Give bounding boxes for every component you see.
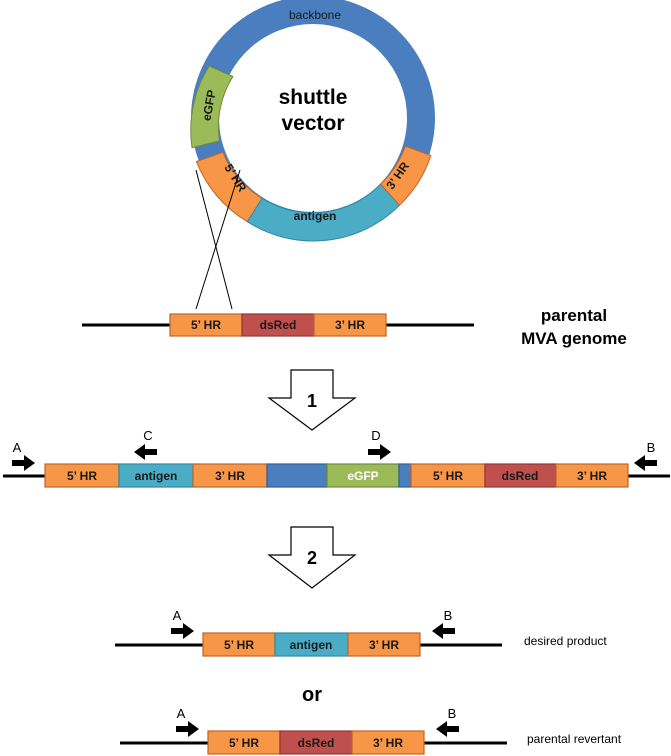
shuttle-vector-plasmid: backbone eGFP 5’ HR antigen 3’ HR shuttl… [190, 0, 435, 242]
parental-genome: 5’ HR dsRed 3’ HR parental MVA genome [82, 306, 627, 348]
parental-genome-label-line1: parental [541, 306, 607, 325]
parental-revertant: 5’ HR dsRed 3’ HR A B parental revertant [120, 706, 622, 755]
crossover-line-a [195, 169, 241, 310]
intermediate-5hr-a-label: 5’ HR [67, 469, 97, 483]
intermediate-3hr-a-label: 3’ HR [215, 469, 245, 483]
product-5hr-label: 5’ HR [224, 638, 254, 652]
revertant-5hr-label: 5’ HR [229, 736, 259, 750]
intermediate-backbone-box-b [398, 463, 412, 488]
primer-a-arrow-right-icon [12, 455, 35, 471]
or-label: or [302, 684, 322, 706]
shuttle-label-line1: shuttle [279, 86, 348, 109]
parental-5hr-label: 5’ HR [191, 318, 221, 332]
intermediate-dsred-label: dsRed [502, 469, 539, 483]
plasmid-antigen-label: antigen [294, 209, 337, 223]
intermediate-backbone-box-a [266, 463, 328, 488]
intermediate-primer-b-label: B [647, 440, 656, 455]
revertant-primer-b-label: B [448, 706, 457, 721]
product-primer-b-label: B [444, 608, 453, 623]
product-primer-b-arrow-left-icon [432, 623, 455, 639]
revertant-3hr-box [351, 730, 425, 755]
intermediate-genome: 5’ HR antigen 3’ HR eGFP 5’ HR dsRed 3’ … [3, 428, 670, 488]
revertant-dsred-label: dsRed [298, 736, 335, 750]
shuttle-label-line2: vector [281, 112, 344, 135]
crossover-lines [195, 169, 241, 310]
intermediate-antigen-label: antigen [135, 469, 178, 483]
primer-c-arrow-left-icon [134, 444, 157, 460]
revertant-3hr-label: 3’ HR [373, 736, 403, 750]
step1-arrow-shape [267, 369, 357, 431]
intermediate-primer-d-label: D [371, 428, 380, 443]
intermediate-5hr-b-label: 5’ HR [433, 469, 463, 483]
parental-3hr-box [313, 313, 387, 337]
step2-arrow: 2 [267, 526, 357, 589]
parental-genome-label-line2: MVA genome [521, 329, 627, 348]
primer-d-arrow-right-icon [368, 444, 391, 460]
desired-product-caption: desired product [524, 634, 607, 648]
step2-number: 2 [307, 548, 317, 568]
revertant-primer-a-arrow-right-icon [176, 721, 199, 737]
primer-b-arrow-left-icon [634, 455, 657, 471]
crossover-line-b [195, 169, 233, 310]
intermediate-egfp-label: eGFP [347, 469, 378, 483]
product-3hr-label: 3’ HR [369, 638, 399, 652]
intermediate-3hr-b-label: 3’ HR [577, 469, 607, 483]
desired-product: 5’ HR antigen 3’ HR A B desired product [115, 608, 607, 657]
intermediate-primer-c-label: C [143, 428, 152, 443]
revertant-primer-a-label: A [177, 706, 186, 721]
plasmid-egfp-label: eGFP [199, 89, 218, 122]
intermediate-3hr-b-box [555, 463, 629, 488]
plasmid-3hr-segment [379, 145, 432, 207]
product-primer-a-arrow-right-icon [171, 623, 194, 639]
step2-arrow-shape [267, 526, 357, 589]
revertant-primer-b-arrow-left-icon [436, 721, 459, 737]
parental-dsred-label: dsRed [260, 318, 297, 332]
parental-revertant-caption: parental revertant [527, 732, 622, 746]
plasmid-backbone-label: backbone [289, 8, 341, 22]
product-primer-a-label: A [173, 608, 182, 623]
plasmid-egfp-segment [190, 65, 234, 149]
parental-3hr-label: 3’ HR [335, 318, 365, 332]
step1-arrow: 1 [267, 369, 357, 431]
intermediate-primer-a-label: A [13, 440, 22, 455]
product-3hr-box [347, 632, 421, 657]
step1-number: 1 [307, 391, 317, 411]
product-antigen-label: antigen [290, 638, 333, 652]
